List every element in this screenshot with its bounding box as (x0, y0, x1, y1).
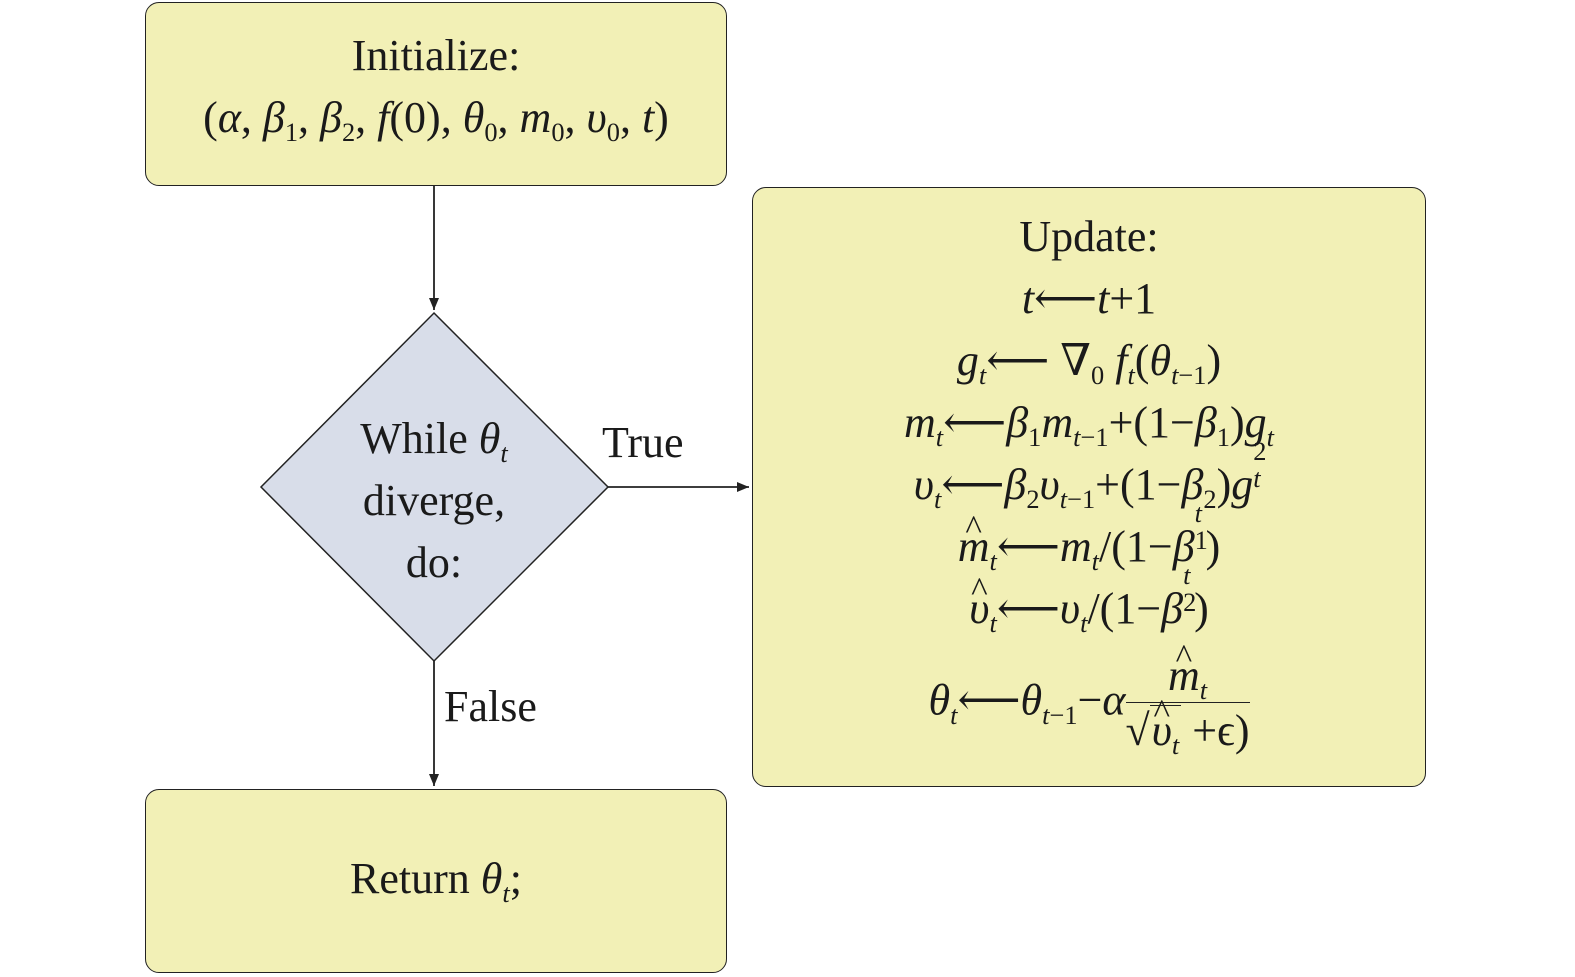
update-title: Update: (1019, 212, 1159, 261)
initialize-params: (α, β1, β2, f(0), θ0, m0, υ0, t) (203, 93, 669, 148)
decision-text: While θt diverge, do: (300, 408, 568, 594)
decision-line-1: While θt (360, 414, 508, 469)
update-step-7: θt⟵θt−1−αmt√υt +ϵ) (753, 631, 1425, 759)
update-step-3: mt⟵β1mt−1+(1−β1)gt (904, 398, 1274, 453)
update-step-6: υt⟵υt/(1−βt2 ) (753, 559, 1425, 640)
update-fraction: mt√υt +ϵ) (1125, 631, 1250, 759)
update-step-2: gt⟵ ∇0 ft(θt−1) (956, 336, 1222, 391)
update-box: Update: t⟵t+1 gt⟵ ∇0 ft(θt−1) mt⟵β1mt−1+… (752, 187, 1426, 787)
update-step-1: t⟵t+1 (1021, 274, 1157, 323)
return-box: Return θt; (145, 789, 727, 973)
return-text: Return θt; (350, 854, 522, 909)
true-label: True (602, 418, 684, 467)
false-label: False (444, 682, 537, 731)
update-step-5: mt⟵mt/(1−βt1 ) (753, 497, 1425, 578)
decision-line-3: do: (405, 538, 463, 587)
decision-line-2: diverge, (362, 476, 506, 525)
initialize-title: Initialize: (351, 31, 521, 80)
initialize-box: Initialize: (α, β1, β2, f(0), θ0, m0, υ0… (145, 2, 727, 186)
